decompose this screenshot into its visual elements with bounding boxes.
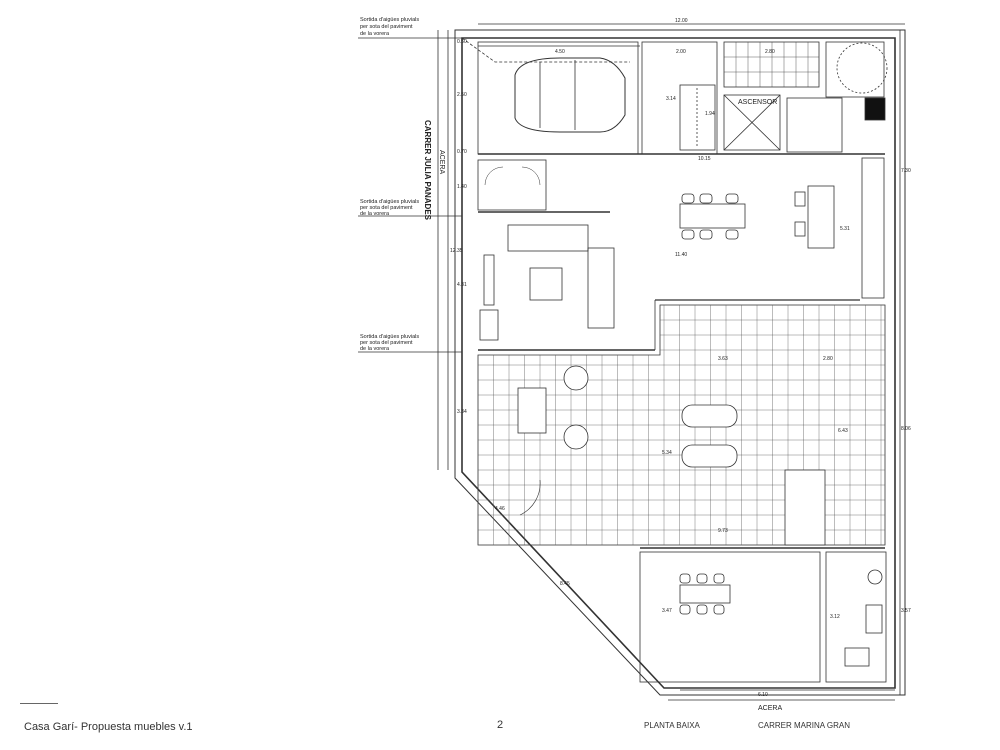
- drain-note-1: Sortida d'aigües pluvials per sota del p…: [360, 17, 419, 37]
- sofa-side: [587, 247, 615, 329]
- sidewalk-left-label: ACERA: [438, 150, 445, 174]
- svg-text:de la vorera: de la vorera: [360, 346, 390, 352]
- sidewalk-bottom-label: ACERA: [758, 705, 782, 712]
- dining-table-bottom: [679, 584, 731, 604]
- svg-text:9.73: 9.73: [718, 528, 728, 534]
- svg-text:4.50: 4.50: [555, 49, 565, 55]
- svg-text:6.43: 6.43: [838, 428, 848, 434]
- svg-text:2.80: 2.80: [765, 49, 775, 55]
- svg-text:Sortida d'aigües pluvials: Sortida d'aigües pluvials: [360, 199, 419, 205]
- page-number: 2: [497, 719, 504, 731]
- stair-core: [679, 84, 716, 151]
- svg-text:11.40: 11.40: [675, 252, 687, 258]
- car-icon: [514, 57, 626, 133]
- elevator: [723, 94, 781, 151]
- svg-text:Sortida d'aigües pluvials: Sortida d'aigües pluvials: [360, 17, 419, 23]
- footer-rule: [20, 703, 58, 704]
- svg-text:10.15: 10.15: [698, 156, 711, 162]
- svg-text:de la vorera: de la vorera: [360, 31, 390, 37]
- street-label: CARRER MARINA GRAN: [758, 721, 851, 730]
- svg-text:per sota del paviment: per sota del paviment: [360, 24, 413, 30]
- svg-text:3.34: 3.34: [457, 409, 467, 415]
- stair: [784, 469, 826, 546]
- svg-text:3.12: 3.12: [830, 614, 840, 620]
- svg-text:5.34: 5.34: [662, 450, 672, 456]
- drain-note-2: Sortida d'aigües pluvials per sota del p…: [360, 199, 419, 217]
- svg-text:per sota del paviment: per sota del paviment: [360, 205, 413, 211]
- chairs: [681, 193, 739, 240]
- svg-text:1.94: 1.94: [705, 111, 715, 117]
- svg-text:6.10: 6.10: [758, 692, 768, 698]
- svg-text:8.06: 8.06: [901, 426, 911, 432]
- drain-note-3: Sortida d'aigües pluvials per sota del p…: [360, 334, 419, 352]
- svg-text:3.57: 3.57: [901, 608, 911, 614]
- lounger: [681, 444, 738, 468]
- street-left-label: CARRER JULIA PANADES: [423, 120, 432, 221]
- svg-text:12.35: 12.35: [450, 248, 463, 254]
- coffee-table: [529, 267, 563, 301]
- sofa: [507, 224, 589, 252]
- svg-text:de la vorera: de la vorera: [360, 211, 390, 217]
- lounger: [681, 404, 738, 428]
- svg-text:per sota del paviment: per sota del paviment: [360, 340, 413, 346]
- dimensions: 12.00 4.50 2.00 2.80 0.50 2.50 0.70 1.40…: [450, 18, 911, 698]
- outdoor-table: [517, 387, 547, 434]
- dining-table: [679, 203, 746, 229]
- svg-text:1.40: 1.40: [457, 184, 467, 190]
- garage: [477, 41, 639, 155]
- svg-text:3.63: 3.63: [718, 356, 728, 362]
- document-title: Casa Garí- Propuesta muebles v.1: [24, 721, 193, 733]
- svg-text:2.80: 2.80: [823, 356, 833, 362]
- svg-text:2.00: 2.00: [676, 49, 686, 55]
- svg-text:12.00: 12.00: [675, 18, 688, 24]
- svg-text:0.50: 0.50: [457, 39, 467, 45]
- svg-text:2.50: 2.50: [457, 92, 467, 98]
- bathroom: [825, 551, 887, 683]
- svg-text:7.30: 7.30: [901, 168, 911, 174]
- plan-name: PLANTA BAIXA: [644, 721, 700, 730]
- svg-text:Sortida d'aigües pluvials: Sortida d'aigües pluvials: [360, 334, 419, 340]
- elevator-label: ASCENSOR: [738, 99, 777, 106]
- svg-text:3.14: 3.14: [666, 96, 676, 102]
- svg-text:4.31: 4.31: [457, 282, 467, 288]
- svg-text:8.45: 8.45: [560, 581, 570, 587]
- svg-text:3.47: 3.47: [662, 608, 672, 614]
- svg-text:5.31: 5.31: [840, 226, 850, 232]
- outer-boundary: [454, 29, 906, 696]
- svg-text:0.70: 0.70: [457, 149, 467, 155]
- svg-text:4.46: 4.46: [495, 506, 505, 512]
